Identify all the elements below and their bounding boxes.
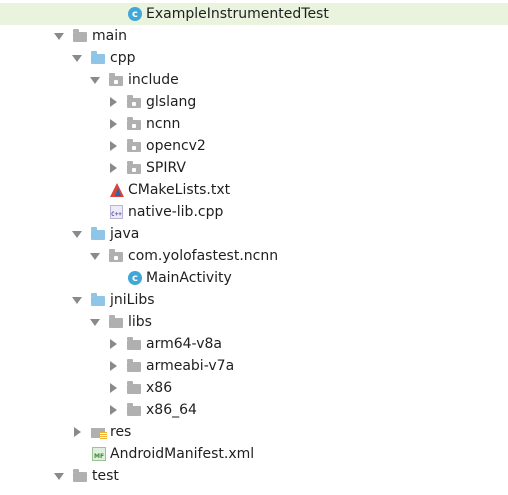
tree-item-label: ExampleInstrumentedTest [146, 6, 329, 22]
folder-icon [73, 29, 89, 43]
tree-item-label: include [128, 72, 179, 88]
expanded-arrow-icon[interactable] [72, 55, 82, 62]
tree-item[interactable]: ncnn [0, 113, 508, 135]
expanded-arrow-icon[interactable] [54, 33, 64, 40]
cmake-icon [109, 183, 125, 197]
tree-item[interactable]: include [0, 69, 508, 91]
tree-item-label: main [92, 28, 127, 44]
tree-item[interactable]: main [0, 25, 508, 47]
package-folder-icon [127, 117, 143, 131]
resources-folder-icon [91, 425, 107, 439]
tree-item[interactable]: res [0, 421, 508, 443]
folder-icon [127, 359, 143, 373]
tree-item-label: cpp [110, 50, 136, 66]
expanded-arrow-icon[interactable] [90, 319, 100, 326]
tree-item[interactable]: jniLibs [0, 289, 508, 311]
collapsed-arrow-icon[interactable] [110, 97, 117, 107]
source-folder-icon [91, 293, 107, 307]
collapsed-arrow-icon[interactable] [110, 383, 117, 393]
collapsed-arrow-icon[interactable] [74, 427, 81, 437]
expanded-arrow-icon[interactable] [72, 297, 82, 304]
package-folder-icon [127, 161, 143, 175]
tree-item-label: jniLibs [110, 292, 155, 308]
tree-item-label: opencv2 [146, 138, 206, 154]
tree-item[interactable]: CMakeLists.txt [0, 179, 508, 201]
tree-item[interactable]: com.yolofastest.ncnn [0, 245, 508, 267]
source-folder-icon [91, 51, 107, 65]
manifest-icon: MF [91, 447, 107, 461]
package-folder-icon [109, 249, 125, 263]
collapsed-arrow-icon[interactable] [110, 163, 117, 173]
tree-item-label: armeabi-v7a [146, 358, 235, 374]
folder-icon [127, 337, 143, 351]
cpp-file-icon: C++ [109, 205, 125, 219]
tree-item-label: glslang [146, 94, 197, 110]
test-class-icon: c [127, 7, 143, 21]
tree-item[interactable]: arm64-v8a [0, 333, 508, 355]
collapsed-arrow-icon[interactable] [110, 339, 117, 349]
tree-item[interactable]: java [0, 223, 508, 245]
tree-item[interactable]: SPIRV [0, 157, 508, 179]
class-icon: c [127, 271, 143, 285]
tree-item[interactable]: armeabi-v7a [0, 355, 508, 377]
expanded-arrow-icon[interactable] [54, 473, 64, 480]
folder-icon [127, 403, 143, 417]
tree-item-label: x86 [146, 380, 173, 396]
package-folder-icon [109, 73, 125, 87]
tree-item[interactable]: opencv2 [0, 135, 508, 157]
collapsed-arrow-icon[interactable] [110, 405, 117, 415]
tree-item-label: AndroidManifest.xml [110, 446, 255, 462]
tree-item-label: SPIRV [146, 160, 186, 176]
tree-item[interactable]: cpp [0, 47, 508, 69]
tree-item[interactable]: test [0, 465, 508, 487]
folder-icon [73, 469, 89, 483]
folder-icon [127, 381, 143, 395]
tree-item[interactable]: glslang [0, 91, 508, 113]
package-folder-icon [127, 139, 143, 153]
tree-item-label: native-lib.cpp [128, 204, 224, 220]
tree-item[interactable]: libs [0, 311, 508, 333]
source-folder-icon [91, 227, 107, 241]
folder-icon [109, 315, 125, 329]
tree-item-label: res [110, 424, 132, 440]
tree-item-label: test [92, 468, 119, 484]
tree-item-label: MainActivity [146, 270, 232, 286]
tree-item-label: java [110, 226, 140, 242]
package-folder-icon [127, 95, 143, 109]
tree-item-label: arm64-v8a [146, 336, 222, 352]
tree-item-label: ncnn [146, 116, 181, 132]
tree-item[interactable]: x86 [0, 377, 508, 399]
tree-item-label: CMakeLists.txt [128, 182, 231, 198]
tree-item-label: libs [128, 314, 152, 330]
tree-item[interactable]: C++native-lib.cpp [0, 201, 508, 223]
expanded-arrow-icon[interactable] [72, 231, 82, 238]
collapsed-arrow-icon[interactable] [110, 361, 117, 371]
expanded-arrow-icon[interactable] [90, 77, 100, 84]
tree-item-label: x86_64 [146, 402, 197, 418]
expanded-arrow-icon[interactable] [90, 253, 100, 260]
tree-item[interactable]: x86_64 [0, 399, 508, 421]
collapsed-arrow-icon[interactable] [110, 119, 117, 129]
tree-item-label: com.yolofastest.ncnn [128, 248, 279, 264]
collapsed-arrow-icon[interactable] [110, 141, 117, 151]
